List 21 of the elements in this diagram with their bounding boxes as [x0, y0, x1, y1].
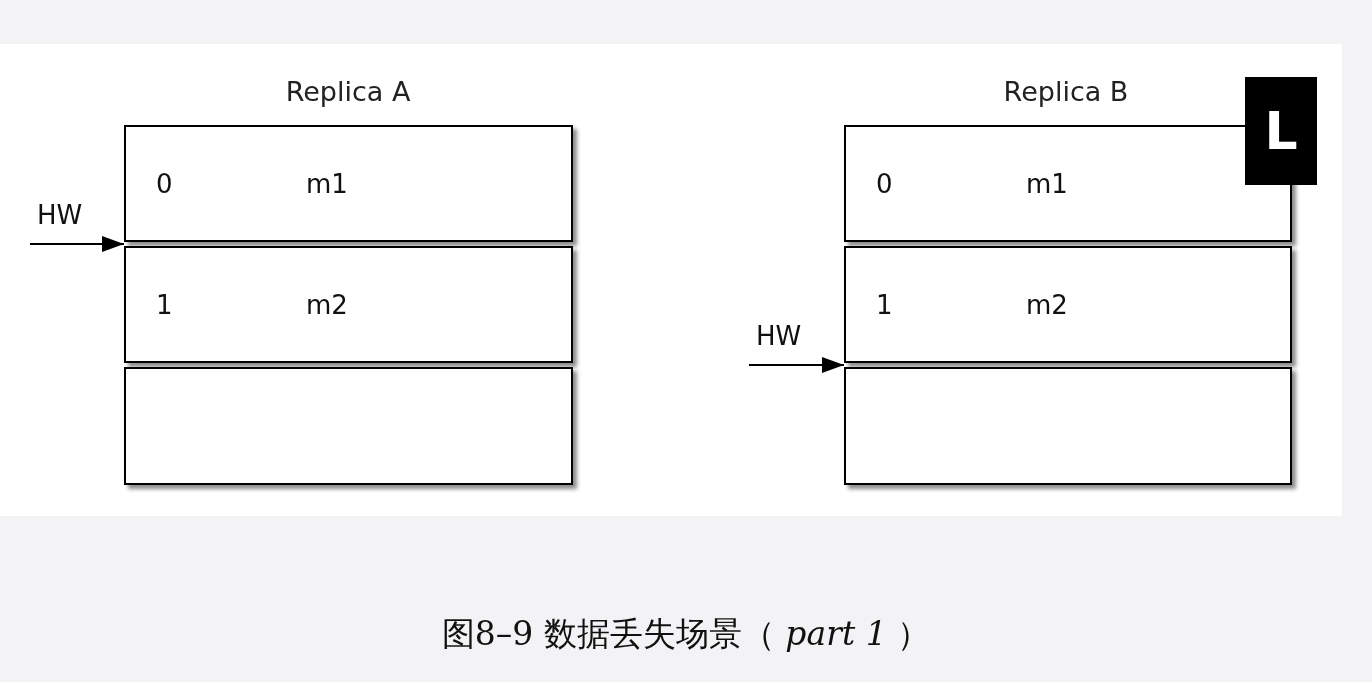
hw-label: HW [37, 202, 83, 228]
offset-number: 0 [156, 170, 173, 197]
figure-caption: 图8–9 数据丢失场景（ part 1 ） [440, 613, 932, 655]
replica-title: Replica A [285, 78, 411, 105]
log-cell [844, 246, 1292, 363]
offset-number: 0 [876, 170, 893, 197]
replica-title: Replica B [1003, 78, 1129, 105]
log-cell [124, 367, 573, 485]
message-label: m2 [306, 291, 348, 318]
offset-number: 1 [156, 291, 173, 318]
message-label: m2 [1026, 291, 1068, 318]
log-cell [124, 246, 573, 363]
message-label: m1 [1026, 170, 1068, 197]
arrow [749, 357, 844, 373]
leader-badge: L [1245, 77, 1317, 185]
log-cell [844, 367, 1292, 485]
message-label: m1 [306, 170, 348, 197]
hw-label: HW [756, 323, 802, 349]
arrow [30, 236, 124, 252]
log-cell [124, 125, 573, 242]
offset-number: 1 [876, 291, 893, 318]
